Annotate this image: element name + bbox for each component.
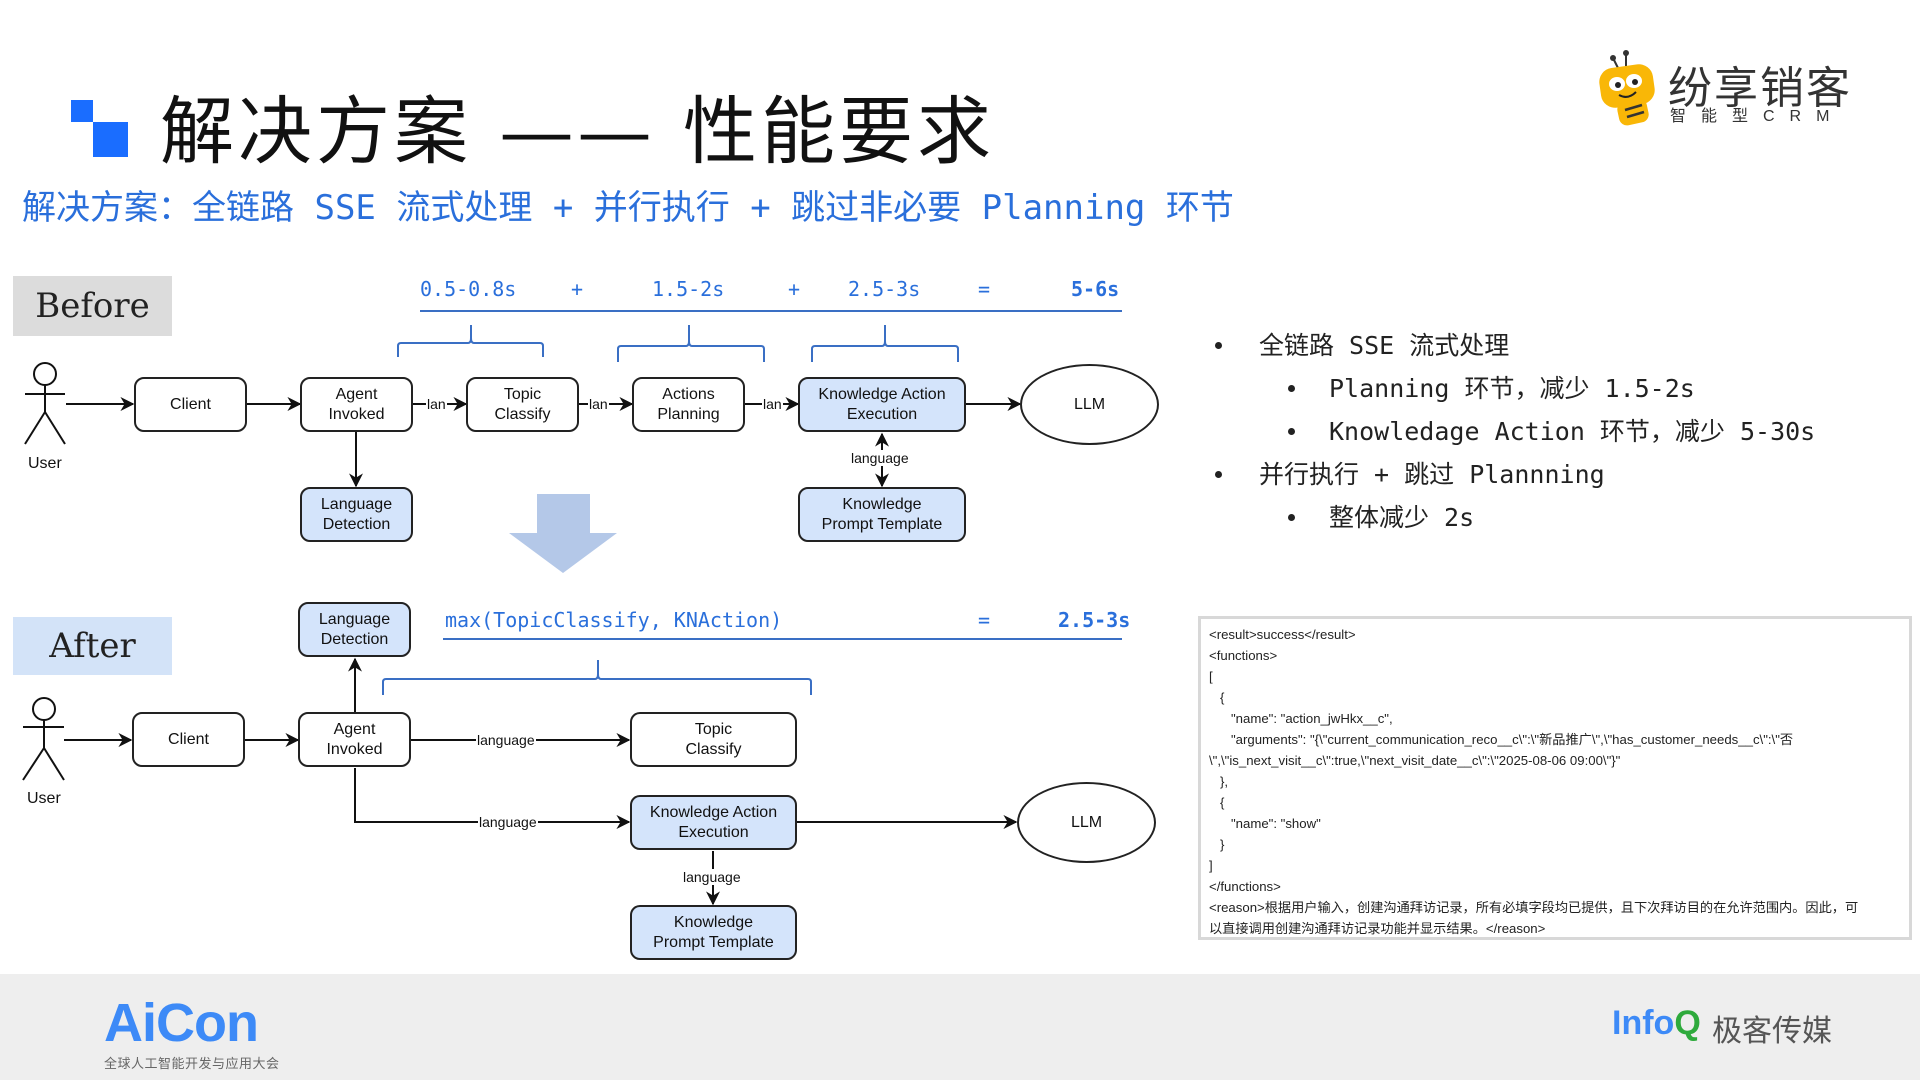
llm-output-code-sample: <result>success</result> <functions> [ {…	[1198, 616, 1912, 940]
before-brace-3	[811, 325, 959, 362]
title-accent-square-large	[93, 122, 128, 157]
before-label: Before	[13, 276, 172, 336]
after-edge-label-language: language	[682, 869, 742, 885]
before-user-label: User	[28, 455, 62, 472]
after-user-figure-icon	[22, 697, 65, 781]
code-line: "arguments": "{\"current_communication_r…	[1209, 732, 1794, 747]
code-line: </functions>	[1209, 879, 1281, 894]
bullet-item: Knowledage Action 环节，减少 5-30s	[1329, 417, 1816, 446]
code-line: "name": "show"	[1209, 816, 1321, 831]
after-edge-label-language: language	[476, 732, 536, 748]
before-user-figure-icon	[24, 362, 66, 445]
after-node-language-detection[interactable]: Language Detection	[298, 602, 411, 657]
after-node-agent-invoked[interactable]: Agent Invoked	[298, 712, 411, 767]
code-line: <functions>	[1209, 648, 1278, 663]
before-node-knowledge-prompt-template[interactable]: Knowledge Prompt Template	[798, 487, 966, 542]
aicon-logo-subtitle: 全球人工智能开发与应用大会	[104, 1056, 280, 1071]
before-timing-total: 5-6s	[1071, 277, 1120, 301]
before-node-actions-planning[interactable]: Actions Planning	[632, 377, 745, 432]
brand-name: 纷享销客	[1668, 63, 1852, 114]
bullet-dot-icon	[1288, 428, 1295, 435]
bee-mascot-icon	[1599, 50, 1655, 126]
geek-media-logo-text: 极客传媒	[1712, 1015, 1832, 1048]
transition-down-arrow-icon	[509, 494, 617, 573]
before-node-topic-classify[interactable]: Topic Classify	[466, 377, 579, 432]
title-accent-square-small	[71, 100, 93, 122]
code-line: {	[1209, 795, 1225, 810]
code-line: ]	[1209, 858, 1213, 873]
after-node-llm[interactable]: LLM	[1017, 782, 1156, 863]
after-edge-label-language: language	[478, 814, 538, 830]
code-line: <reason>根据用户输入，创建沟通拜访记录，所有必填字段均已提供，且下次拜访…	[1209, 900, 1859, 915]
code-line: <result>success</result>	[1209, 627, 1356, 642]
before-timing-plus-1: +	[571, 277, 584, 301]
code-line: }	[1209, 837, 1225, 852]
brand-tagline: 智能型CRM	[1670, 108, 1845, 125]
code-line: \",\"is_next_visit__c\":true,\"next_visi…	[1209, 753, 1621, 768]
bullet-item: 全链路 SSE 流式处理	[1259, 331, 1510, 360]
before-node-language-detection[interactable]: Language Detection	[300, 487, 413, 542]
before-edge-label: lan	[762, 396, 783, 412]
infoq-logo: InfoQ	[1612, 1004, 1701, 1043]
code-line: 以直接调用创建沟通拜访记录功能并显示结果。</reason>	[1209, 921, 1546, 936]
before-node-llm[interactable]: LLM	[1020, 364, 1159, 445]
page-subtitle: 解决方案：全链路 SSE 流式处理 + 并行执行 + 跳过非必要 Plannin…	[22, 188, 1234, 228]
before-timing-plus-2: +	[788, 277, 801, 301]
brand-logo: 纷享销客 智能型CRM	[1592, 48, 1872, 128]
bullet-item: Planning 环节，减少 1.5-2s	[1329, 374, 1695, 403]
bullet-dot-icon	[1288, 385, 1295, 392]
infoq-logo-q: Q	[1674, 1004, 1701, 1042]
after-timing-formula: max(TopicClassify, KNAction)	[445, 608, 783, 632]
after-user-label: User	[27, 790, 61, 807]
before-timing-segment-2: 1.5-2s	[652, 277, 725, 301]
after-node-topic-classify[interactable]: Topic Classify	[630, 712, 797, 767]
after-node-client[interactable]: Client	[132, 712, 245, 767]
after-timing-total: 2.5-3s	[1058, 608, 1131, 632]
bullet-dot-icon	[1215, 471, 1222, 478]
code-line: "name": "action_jwHkx__c",	[1209, 711, 1393, 726]
before-brace-2	[617, 325, 765, 362]
bullet-item: 整体减少 2s	[1329, 503, 1475, 532]
before-timing-segment-3: 2.5-3s	[848, 277, 921, 301]
page-title: 解决方案 —— 性能要求	[160, 89, 996, 175]
before-edge-label: lan	[426, 396, 447, 412]
before-edge-label-language: language	[850, 450, 910, 466]
after-node-knowledge-action-execution[interactable]: Knowledge Action Execution	[630, 795, 797, 850]
before-timing-equals: =	[978, 277, 991, 301]
code-line: [	[1209, 669, 1213, 684]
code-line: {	[1209, 690, 1225, 705]
before-brace-1	[397, 325, 544, 357]
before-node-client[interactable]: Client	[134, 377, 247, 432]
before-node-knowledge-action-execution[interactable]: Knowledge Action Execution	[798, 377, 966, 432]
infoq-logo-text: Info	[1612, 1004, 1675, 1042]
before-node-agent-invoked[interactable]: Agent Invoked	[300, 377, 413, 432]
before-edge-label: lan	[588, 396, 609, 412]
footer-bar: AiCon 全球人工智能开发与应用大会 InfoQ 极客传媒	[0, 974, 1920, 1080]
before-timing-segment-1: 0.5-0.8s	[420, 277, 517, 301]
code-line: },	[1209, 774, 1229, 789]
after-timing-equals: =	[978, 608, 991, 632]
bullet-dot-icon	[1215, 342, 1222, 349]
after-node-knowledge-prompt-template[interactable]: Knowledge Prompt Template	[630, 905, 797, 960]
aicon-logo: AiCon	[104, 993, 259, 1053]
bullet-dot-icon	[1288, 514, 1295, 521]
after-label: After	[13, 617, 172, 675]
after-brace	[382, 660, 812, 695]
bullet-item: 并行执行 + 跳过 Plannning	[1259, 460, 1605, 489]
